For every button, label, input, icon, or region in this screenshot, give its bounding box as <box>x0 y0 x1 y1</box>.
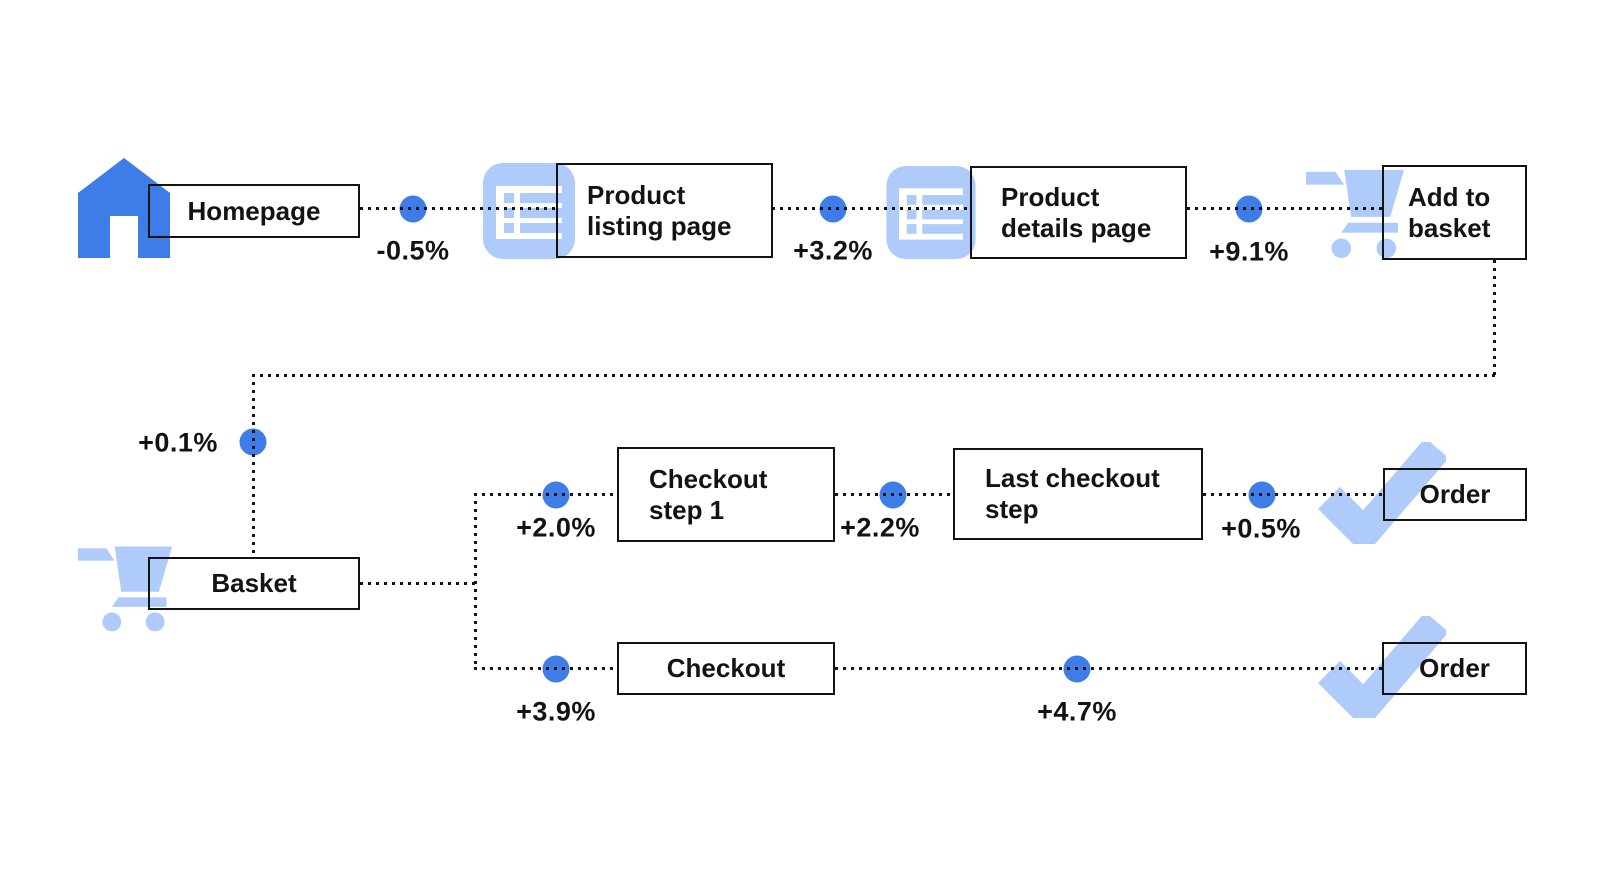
connector-line <box>474 667 617 670</box>
node-homepage: Homepage <box>148 184 360 238</box>
delta-label: +4.7% <box>1037 696 1117 727</box>
node-checkout-step-1: Checkout step 1 <box>617 447 835 542</box>
delta-label: +2.0% <box>516 512 596 543</box>
connector-line <box>1493 260 1496 375</box>
node-product-details-page: Product details page <box>970 166 1187 259</box>
node-add-to-basket: Add to basket <box>1382 165 1527 260</box>
connector-line <box>360 207 556 210</box>
delta-label: +0.1% <box>138 427 218 458</box>
connector-line <box>252 374 255 557</box>
connector-line <box>474 493 617 496</box>
delta-label: +0.5% <box>1221 513 1301 544</box>
connector-line <box>772 207 970 210</box>
node-order-top: Order <box>1383 468 1527 521</box>
connector-line <box>835 493 953 496</box>
cart-icon <box>1303 164 1407 262</box>
list-page-icon <box>483 163 575 259</box>
node-product-listing-page: Product listing page <box>556 163 773 258</box>
connector-line <box>835 667 1382 670</box>
delta-label: +3.2% <box>793 235 873 266</box>
connector-line <box>252 374 1496 377</box>
list-page-icon <box>885 166 977 259</box>
node-checkout: Checkout <box>617 642 835 695</box>
delta-label: +2.2% <box>840 512 920 543</box>
delta-label: -0.5% <box>376 235 450 266</box>
delta-label: +9.1% <box>1209 236 1289 267</box>
node-last-checkout-step: Last checkout step <box>953 448 1203 540</box>
node-basket: Basket <box>148 557 360 610</box>
node-order-bottom: Order <box>1382 642 1527 695</box>
home-icon <box>78 158 170 258</box>
check-icon <box>1316 442 1446 544</box>
connector-line <box>474 493 477 670</box>
delta-label: +3.9% <box>516 696 596 727</box>
check-icon <box>1316 616 1446 718</box>
connector-line <box>360 582 476 585</box>
connector-line <box>1203 493 1383 496</box>
connector-line <box>1187 207 1382 210</box>
